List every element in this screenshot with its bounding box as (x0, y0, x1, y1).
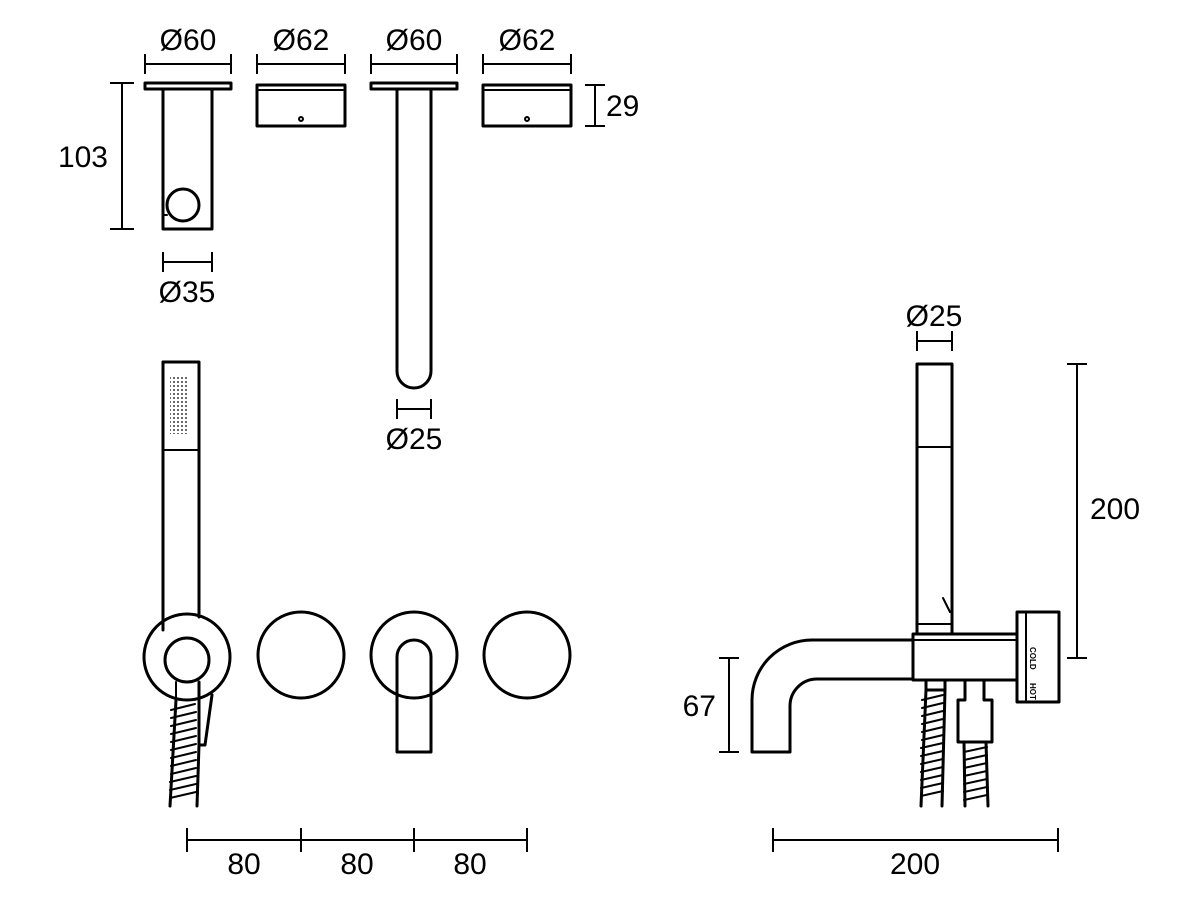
hand-shower-side-view (915, 362, 954, 636)
hose-connectors-side (919, 678, 994, 808)
dim-label-handle-b: Ø62 (499, 24, 556, 57)
dim-handle-a: Ø62 (256, 24, 346, 74)
mixer-body-side-view: COLD HOT (911, 610, 1061, 704)
handle-a-side-view (255, 83, 347, 128)
shower-hose-front (168, 698, 201, 808)
dim-total-projection: 200 (772, 828, 1059, 881)
spout-front-view (369, 610, 459, 754)
dim-outlet-plate-b: Ø60 (370, 24, 458, 74)
dim-spacing: 80 80 80 (186, 828, 528, 881)
dim-spout-height: 67 (683, 657, 739, 753)
dim-holder-height: 103 (58, 82, 134, 230)
dim-shower-head-dia: Ø25 (906, 300, 963, 351)
dim-label-spacing-3: 80 (453, 848, 486, 881)
hot-label: HOT (1028, 683, 1037, 700)
dim-label-spacing-1: 80 (227, 848, 260, 881)
spout-side-view (369, 81, 459, 390)
dim-spout-dia: Ø25 (386, 399, 443, 456)
dim-outlet-plate-a: Ø60 (144, 24, 232, 74)
dim-label-holder-height: 103 (58, 141, 108, 174)
bath-spout-side-view (750, 638, 915, 754)
dim-label-outlet-plate-b: Ø60 (386, 24, 443, 57)
spray-nozzles-icon (170, 376, 188, 434)
dim-handle-b: Ø62 (482, 24, 572, 74)
handle-b-side-view (481, 83, 573, 128)
dim-label-total-projection: 200 (890, 848, 940, 881)
dim-label-holder-dia: Ø35 (159, 276, 216, 309)
shower-holder-side-view (143, 81, 233, 231)
dim-handle-depth: 29 (585, 84, 639, 127)
hand-shower-front-view (161, 360, 201, 632)
dim-label-spout-dia: Ø25 (386, 423, 443, 456)
dim-label-handle-a: Ø62 (273, 24, 330, 57)
cold-label: COLD (1028, 647, 1037, 670)
handle-b-front-view (482, 610, 572, 700)
dim-holder-dia: Ø35 (159, 252, 216, 309)
handle-a-front-view (256, 610, 346, 700)
dim-label-outlet-plate-a: Ø60 (160, 24, 217, 57)
dim-label-handle-depth: 29 (606, 90, 639, 123)
dim-label-spout-height: 67 (683, 690, 716, 723)
dim-shower-head-length: 200 (1067, 363, 1140, 659)
dim-label-spacing-2: 80 (340, 848, 373, 881)
shower-holder-front-view (142, 612, 232, 747)
dim-label-shower-head-dia: Ø25 (906, 300, 963, 333)
dim-label-shower-head-length: 200 (1090, 493, 1140, 526)
